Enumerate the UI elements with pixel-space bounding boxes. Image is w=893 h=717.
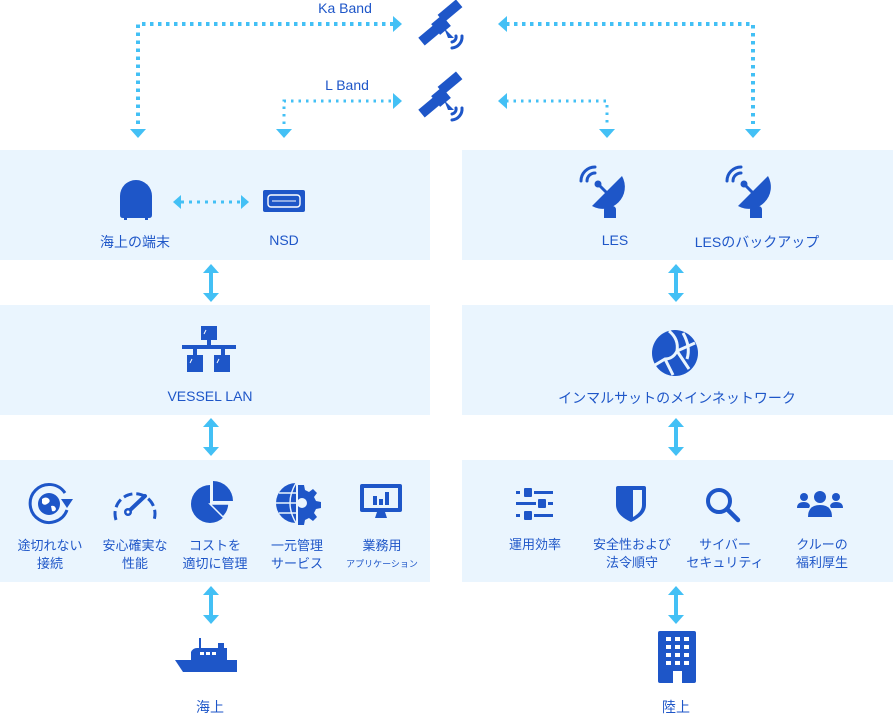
double-arrow [668, 264, 684, 302]
shore-benefits-panel: 運用効率 安全性および 法令順守 サイバー セキュリティ クルーの 福利厚生 [462, 460, 893, 582]
search-icon [706, 488, 741, 523]
inmarsat-network-panel: インマルサットのメインネットワーク [462, 305, 893, 415]
benefit-label: 途切れない 接続 [17, 538, 83, 571]
benefit-label: 一元管理 サービス [270, 538, 323, 571]
arrow-head [393, 16, 402, 32]
monitor-chart-icon [360, 484, 402, 518]
ship-icon [175, 638, 237, 672]
satellite-dish-icon [725, 165, 771, 218]
benefit-label: 運用効率 [508, 537, 561, 552]
satellite-dish-icon [579, 165, 625, 218]
satellite-links [130, 16, 761, 138]
nsd-label: NSD [269, 232, 299, 248]
terminal-label: 海上の端末 [100, 234, 170, 250]
double-arrow [203, 418, 219, 456]
double-arrow [203, 586, 219, 624]
les-panel: LES LESのバックアップ [462, 150, 893, 260]
inmarsat-network-label: インマルサットのメインネットワーク [558, 390, 796, 406]
pie-chart-icon [191, 481, 233, 523]
terminal-dome-icon [120, 180, 152, 220]
benefit-label: 業務用 アプリケーション [346, 538, 418, 569]
sea-label: 海上 [196, 699, 224, 715]
globe-network-icon [652, 329, 698, 376]
ship-benefits-panel: 途切れない 接続 安心確実な 性能 コストを 適切に管理 一元管理 サービス 業… [0, 460, 430, 582]
ka-band-link-ship [136, 22, 395, 124]
benefit-label: サイバー セキュリティ [686, 537, 764, 570]
satellite-icon [418, 71, 464, 122]
ka-band-label: Ka Band [318, 0, 372, 16]
arrow-head [130, 129, 146, 138]
l-band-link-shore [506, 99, 609, 124]
double-arrow [668, 418, 684, 456]
arrow-head [599, 129, 615, 138]
arrow-head [393, 93, 402, 109]
vessel-lan-label: VESSEL LAN [167, 388, 253, 404]
l-band-label: L Band [325, 77, 369, 93]
land-label: 陸上 [662, 699, 690, 715]
people-group-icon [797, 491, 843, 517]
arrow-head [276, 129, 292, 138]
les-backup-label: LESのバックアップ [694, 234, 820, 250]
network-hierarchy-icon [182, 326, 236, 372]
arrow-head [498, 93, 507, 109]
double-arrow [668, 586, 684, 624]
arrow-head [745, 129, 761, 138]
arrow-head [498, 16, 507, 32]
ship-terminals-panel: 海上の端末 NSD [0, 150, 430, 260]
les-label: LES [601, 232, 629, 248]
globe-gear-icon [276, 482, 321, 525]
double-arrow [203, 264, 219, 302]
benefit-label: 安全性および 法令順守 [592, 537, 671, 570]
terminal-nsd-link [173, 195, 249, 209]
sliders-icon [516, 488, 553, 520]
benefit-label: 安心確実な 性能 [102, 538, 168, 571]
speedometer-icon [113, 492, 157, 521]
office-building-icon [658, 631, 696, 683]
ka-band-link-shore [506, 22, 755, 124]
satellite-icon [418, 0, 464, 50]
l-band-link-ship [282, 99, 395, 124]
benefit-label: クルーの 福利厚生 [795, 537, 848, 570]
nsd-device-icon [263, 190, 305, 212]
benefit-label: コストを 適切に管理 [182, 538, 248, 571]
shield-icon [616, 486, 646, 522]
globe-refresh-icon [28, 482, 73, 524]
vessel-lan-panel: VESSEL LAN [0, 305, 430, 415]
